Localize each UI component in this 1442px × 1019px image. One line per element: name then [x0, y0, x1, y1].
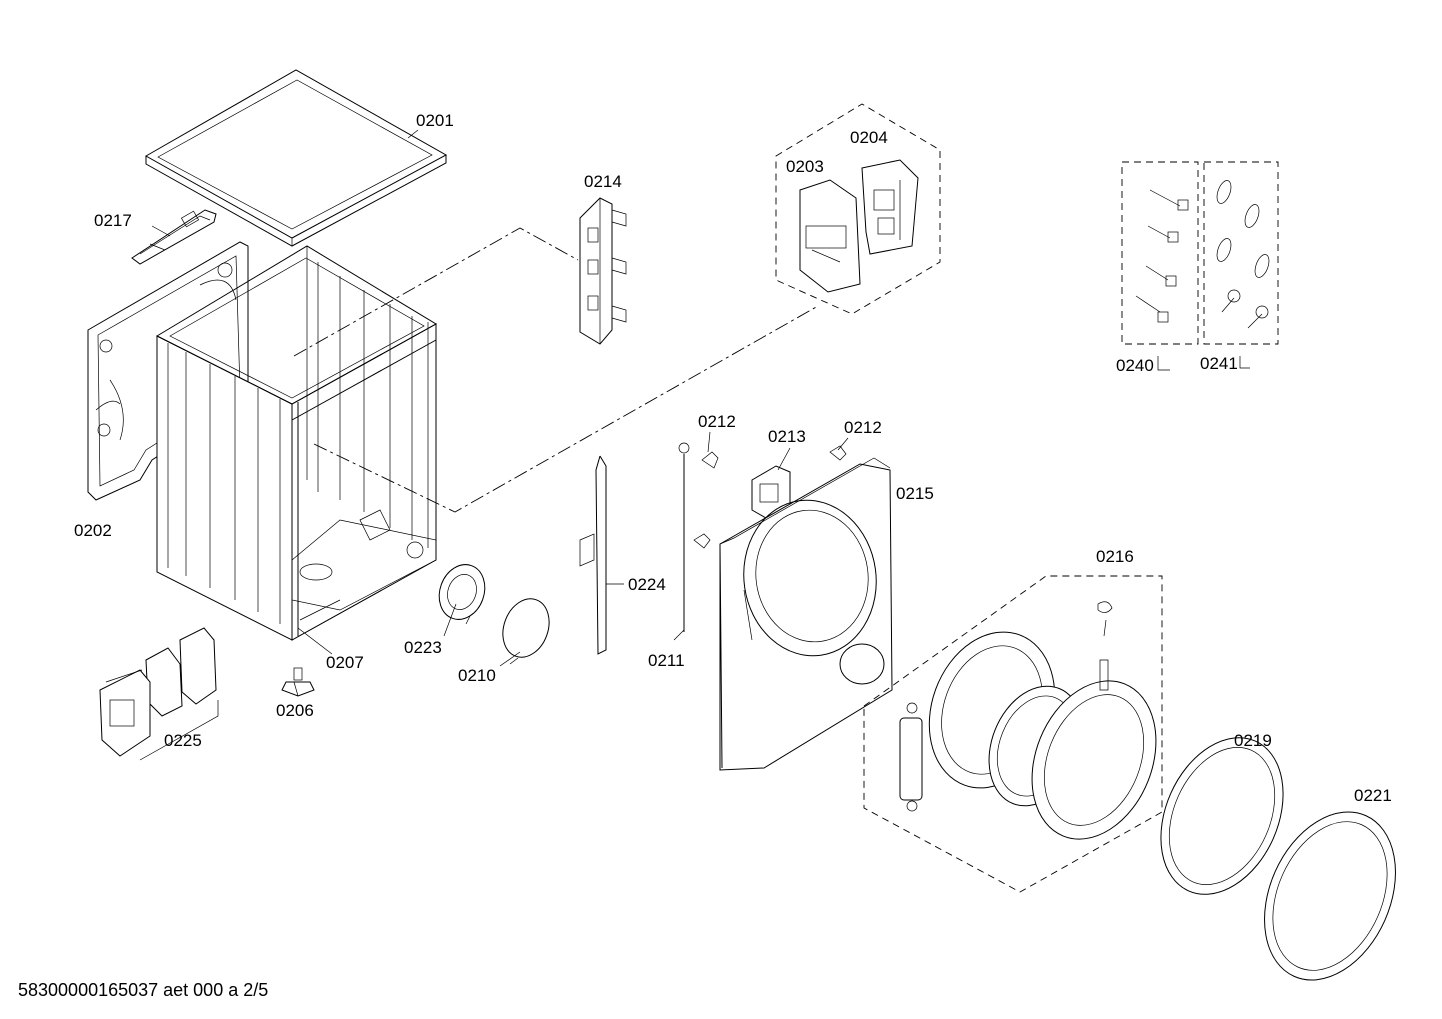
cabinet-frame-part: [155, 245, 437, 641]
side-strip-part: [579, 455, 624, 655]
fastener-kit-group: [1121, 161, 1279, 371]
machine-foot-part: [281, 667, 315, 697]
label-0219: 0219: [1234, 731, 1272, 750]
label-0202: 0202: [74, 521, 112, 540]
label-0221: 0221: [1354, 786, 1392, 805]
control-module-group: [775, 103, 941, 315]
leader-lines: [151, 129, 849, 697]
label-0213: 0213: [768, 427, 806, 446]
label-0207: 0207: [326, 653, 364, 672]
connector-lines: [293, 227, 819, 513]
label-0211: 0211: [648, 651, 685, 670]
label-0212-left: 0212: [698, 412, 736, 431]
drawing-reference-code: 58300000165037 aet 000 a 2/5: [18, 980, 269, 1000]
front-panel-part: [719, 457, 893, 771]
part-labels: 0201 0217 0214 0204 0203 0202 0207 0223 …: [74, 111, 1392, 805]
top-cover-part: [144, 69, 448, 247]
label-0214: 0214: [584, 172, 622, 191]
hinge-bracket-part: [131, 209, 217, 265]
label-0241: 0241: [1200, 354, 1238, 373]
label-0210: 0210: [458, 666, 496, 685]
control-bracket-part: [579, 197, 627, 345]
service-flap-part: [502, 598, 550, 665]
label-0216: 0216: [1096, 547, 1134, 566]
electronic-module-group: [99, 627, 219, 761]
label-0223: 0223: [404, 638, 442, 657]
label-0225: 0225: [164, 731, 202, 750]
label-0206: 0206: [276, 701, 314, 720]
label-0212-right: 0212: [844, 418, 882, 437]
label-0224: 0224: [628, 575, 666, 594]
label-0240: 0240: [1116, 356, 1154, 375]
door-clips-part: [693, 445, 847, 549]
label-0203: 0203: [786, 157, 824, 176]
door-lock-wire-part: [678, 442, 690, 632]
label-0204: 0204: [850, 128, 888, 147]
door-assembly-group: [863, 575, 1163, 893]
pump-cover-part: [438, 564, 486, 625]
label-0217: 0217: [94, 211, 132, 230]
door-ring-part: [1160, 737, 1284, 895]
label-0201: 0201: [416, 111, 454, 130]
outer-door-ring-part: [1264, 811, 1396, 981]
label-0215: 0215: [896, 484, 934, 503]
